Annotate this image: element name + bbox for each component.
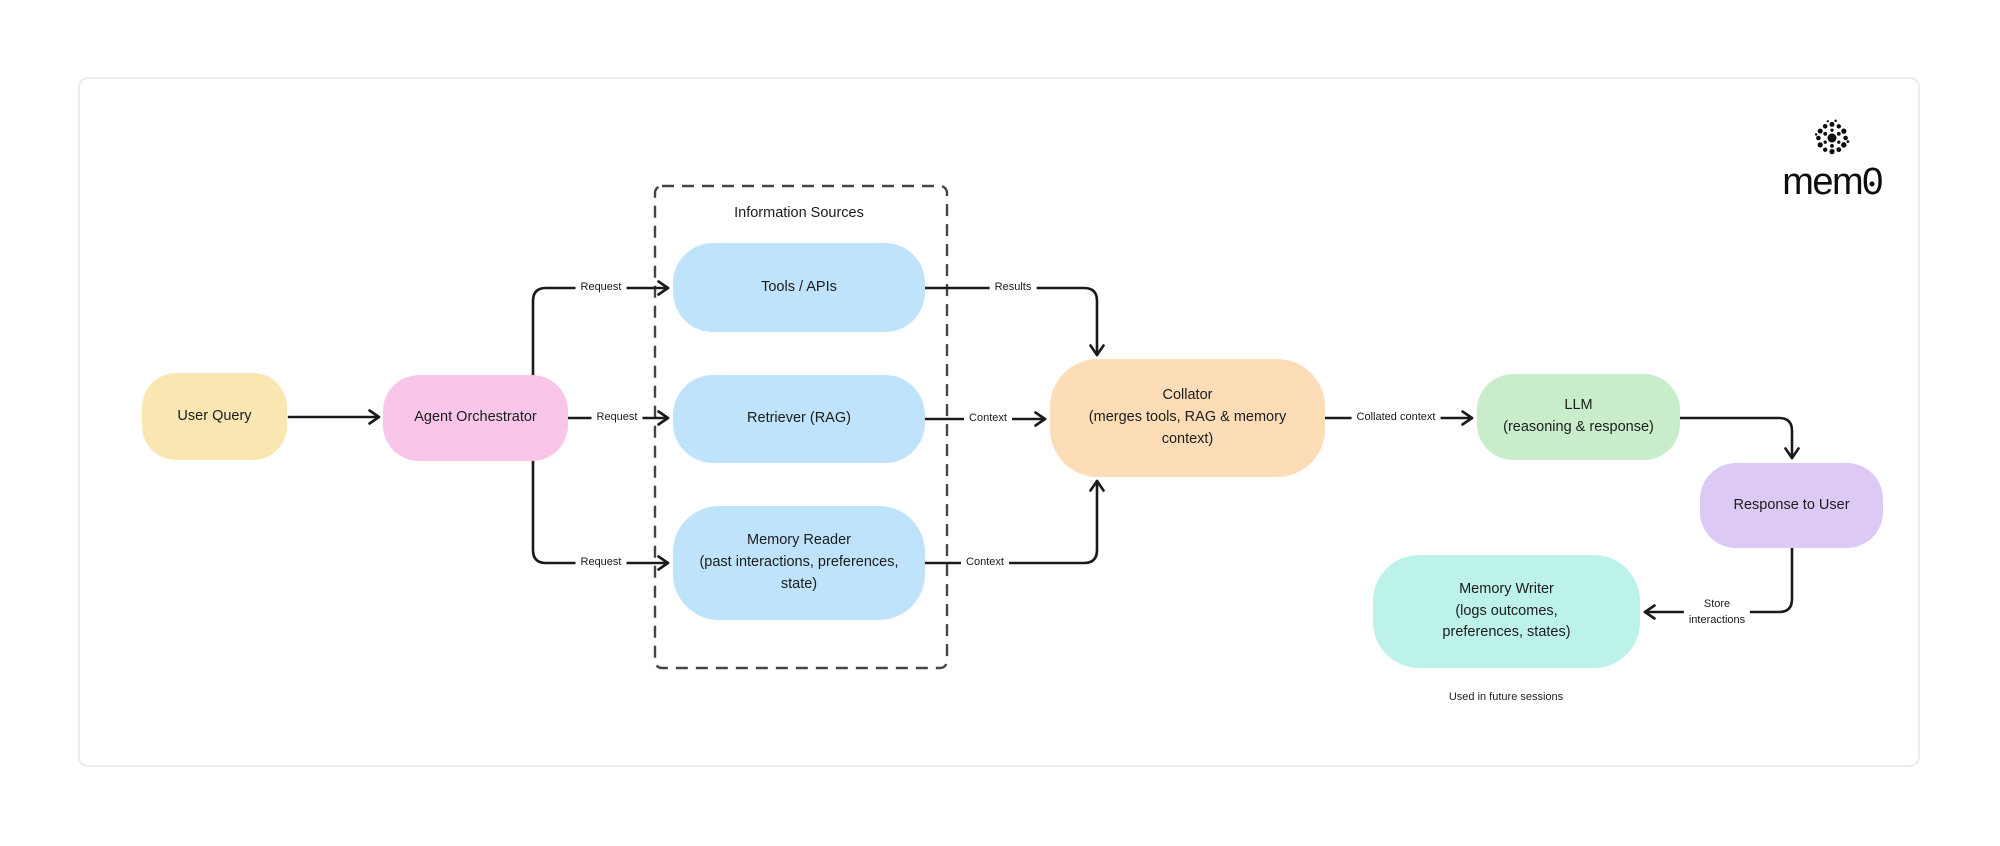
future-sessions-caption: Used in future sessions <box>1448 691 1564 703</box>
logo-zero-glyph: 0 <box>1862 161 1883 203</box>
node-agent-orchestrator: Agent Orchestrator <box>383 375 568 461</box>
edge-label-request-memory: Request <box>575 554 627 572</box>
node-tools-apis: Tools / APIs <box>673 243 925 332</box>
edge-tools-collator <box>923 286 1105 357</box>
edge-label-results: Results <box>989 279 1037 297</box>
edge-label-store-interactions: Store interactions <box>1683 596 1751 630</box>
edge-llm-response <box>1678 416 1800 460</box>
edge-label-collated-context: Collated context <box>1351 409 1441 427</box>
information-sources-title: Information Sources <box>728 205 870 221</box>
edge-label-request-retriever: Request <box>591 409 643 427</box>
edge-label-context-memory: Context <box>961 554 1009 572</box>
edge-orchestrator-memoryreader <box>531 459 670 571</box>
node-retriever-rag: Retriever (RAG) <box>673 375 925 463</box>
node-user-query: User Query <box>142 373 287 460</box>
edge-label-request-tools: Request <box>575 279 627 297</box>
edge-label-context-retriever: Context <box>964 410 1012 428</box>
node-memory-reader: Memory Reader (past interactions, prefer… <box>673 506 925 620</box>
edge-response-memorywriter <box>1643 546 1794 620</box>
node-llm: LLM (reasoning & response) <box>1477 374 1680 460</box>
logo-text-mem: mem <box>1782 161 1863 203</box>
node-response-to-user: Response to User <box>1700 463 1883 548</box>
node-memory-writer: Memory Writer (logs outcomes, preference… <box>1373 555 1640 668</box>
mem0-logo-mark-icon <box>1814 119 1850 155</box>
information-sources-container <box>653 184 949 670</box>
edge-orchestrator-tools <box>531 280 670 377</box>
node-collator: Collator (merges tools, RAG & memory con… <box>1050 359 1325 477</box>
edge-memoryreader-collator <box>923 479 1105 565</box>
